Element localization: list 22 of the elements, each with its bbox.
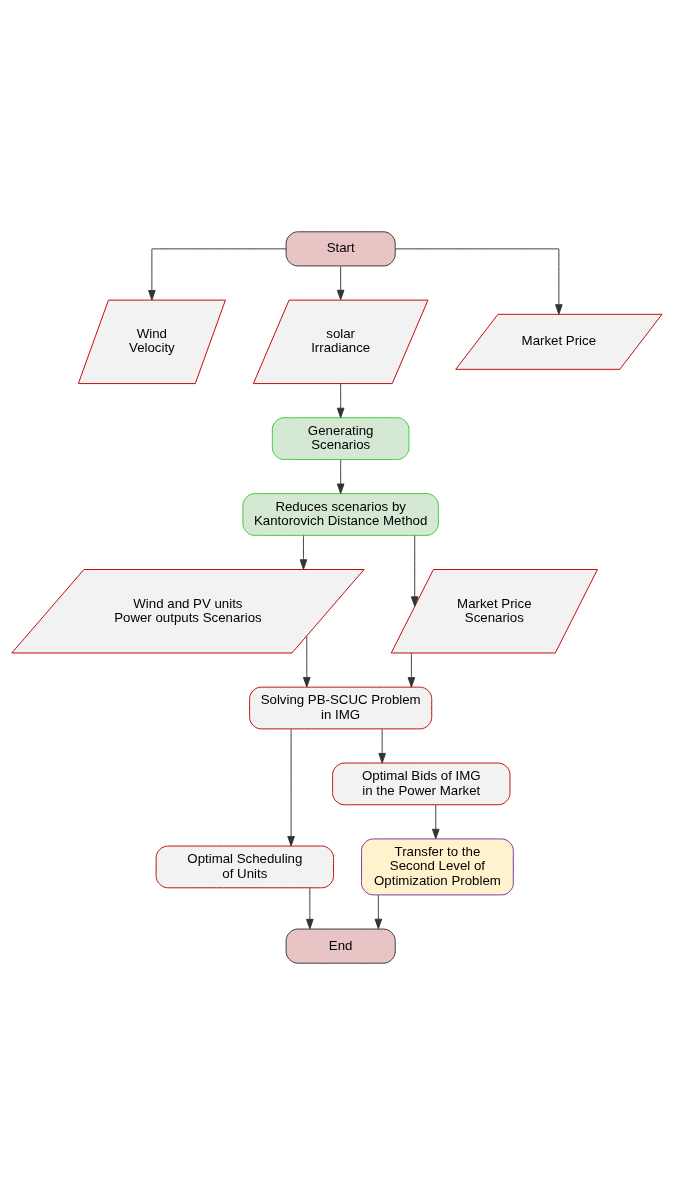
arrow [394,247,563,315]
node-box: Solving PB-SCUC Problem in IMG [249,686,433,729]
arrow [299,534,308,570]
arrow [336,382,345,418]
arrow [336,458,345,494]
arrow [407,652,416,688]
node-box: Transfer to the Second Level of Optimization Problem [361,837,514,895]
arrow [287,728,295,846]
arrow [148,247,287,300]
node-box: Generating Scenarios [271,416,410,460]
arrow [303,634,311,687]
arrow [306,887,314,929]
node-box: Start [285,230,396,266]
arrow [374,894,383,929]
node-box: Reduces scenarios by Kantorovich Distance Method [242,492,439,536]
node-box: Optimal Scheduling of Units [155,845,335,888]
arrow [431,803,440,839]
arrow [336,265,345,300]
node-box: End [285,928,396,964]
node-box: Optimal Bids of IMG in the Power Market [332,762,511,805]
arrow [410,534,419,607]
arrow [378,728,386,763]
